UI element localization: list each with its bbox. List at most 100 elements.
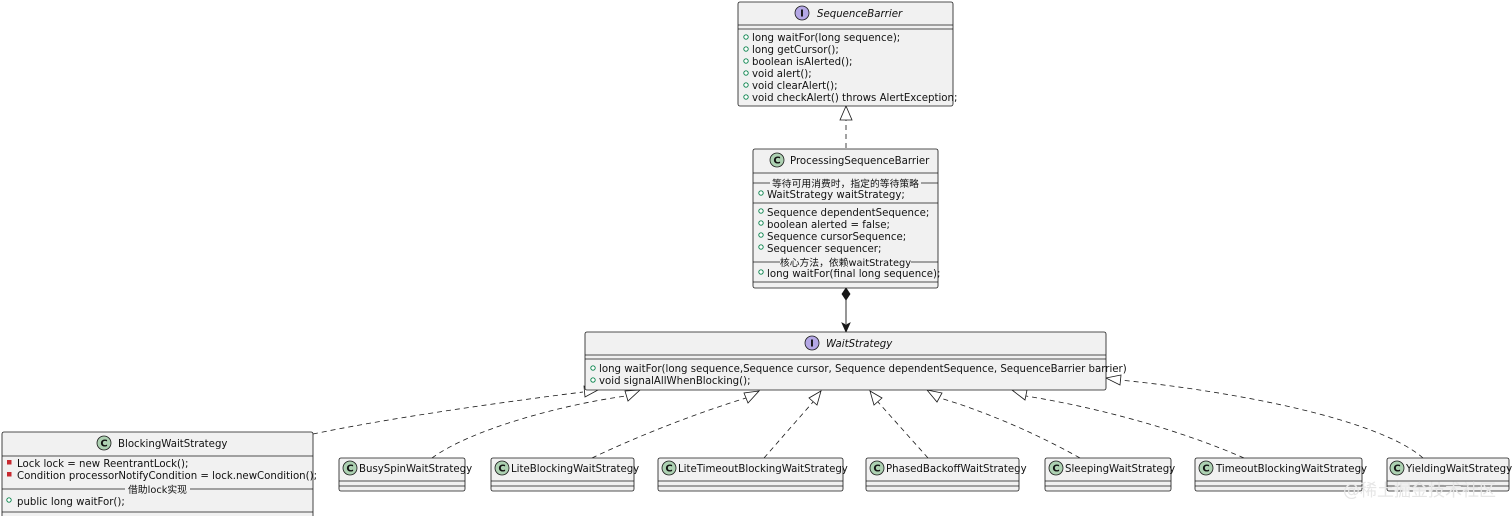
class-busy-spin-wait-strategy[interactable]: C BusySpinWaitStrategy: [338, 457, 472, 492]
class-processing-sequence-barrier[interactable]: C ProcessingSequenceBarrier 等待可用消费时，指定的等…: [752, 148, 940, 289]
class-name: LiteTimeoutBlockingWaitStrategy: [678, 464, 848, 475]
class-badge-icon: [1389, 460, 1405, 476]
method: void signalAllWhenBlocking();: [599, 376, 751, 387]
method: boolean isAlerted();: [752, 57, 852, 68]
class-yielding-wait-strategy[interactable]: C YieldingWaitStrategy: [1386, 457, 1512, 492]
badge-letter: I: [810, 339, 814, 350]
public-marker-icon: [743, 70, 749, 76]
badge-letter: I: [800, 9, 804, 20]
public-marker-icon: [590, 365, 596, 371]
realization-timeoutblocking: [1025, 395, 1245, 459]
public-marker-icon: [6, 497, 12, 503]
method: void clearAlert();: [752, 81, 838, 92]
class-name: BusySpinWaitStrategy: [359, 464, 472, 475]
arrowhead-yielding: [1104, 374, 1122, 386]
class-name: PhasedBackoffWaitStrategy: [886, 464, 1027, 475]
field: Lock lock = new ReentrantLock();: [17, 459, 188, 470]
realization-blocking: [312, 391, 584, 435]
public-marker-icon: [758, 269, 764, 275]
class-badge-icon: [869, 460, 885, 476]
realization-yielding: [1119, 379, 1424, 459]
badge-letter: C: [773, 156, 780, 167]
private-marker-icon: [7, 472, 12, 477]
realization-arrowhead: [839, 104, 853, 121]
class-sleeping-wait-strategy[interactable]: C SleepingWaitStrategy: [1044, 457, 1175, 492]
class-phased-backoff-wait-strategy[interactable]: C PhasedBackoffWaitStrategy: [865, 457, 1027, 492]
field: Condition processorNotifyCondition = loc…: [17, 471, 317, 482]
class-lite-timeout-blocking-wait-strategy[interactable]: C LiteTimeoutBlockingWaitStrategy: [657, 457, 848, 492]
class-sequence-barrier[interactable]: I SequenceBarrier long waitFor(long sequ…: [737, 1, 957, 107]
arrowhead-liteblocking: [743, 390, 761, 404]
class-name: LiteBlockingWaitStrategy: [511, 464, 639, 475]
class-timeout-blocking-wait-strategy[interactable]: C TimeoutBlockingWaitStrategy: [1194, 457, 1367, 492]
method: long waitFor(long sequence,Sequence curs…: [599, 364, 1127, 375]
field: WaitStrategy waitStrategy;: [767, 190, 905, 201]
realization-litetimeout: [763, 401, 814, 459]
class-badge-icon: [342, 460, 358, 476]
method: long getCursor();: [752, 45, 839, 56]
badge-letter: C: [873, 464, 880, 475]
public-marker-icon: [758, 208, 764, 214]
arrowhead-busyspin: [624, 389, 642, 402]
class-name: YieldingWaitStrategy: [1405, 464, 1512, 475]
realization-liteblocking: [591, 397, 747, 459]
public-marker-icon: [743, 46, 749, 52]
class-badge-icon: [769, 152, 785, 168]
arrowhead-sleeping: [925, 389, 943, 403]
field: Sequencer sequencer;: [767, 244, 881, 255]
badge-letter: C: [100, 439, 107, 450]
class-name: WaitStrategy: [826, 339, 893, 350]
badge-letter: C: [1052, 464, 1059, 475]
realization-busyspin: [431, 395, 627, 459]
class-name: SequenceBarrier: [817, 9, 903, 20]
arrowhead-litetimeout: [808, 390, 822, 406]
method: void alert();: [752, 69, 812, 80]
realization-phased: [877, 401, 929, 459]
class-wait-strategy[interactable]: I WaitStrategy long waitFor(long sequenc…: [584, 331, 1127, 391]
public-marker-icon: [743, 34, 749, 40]
section-label: 借助lock实现: [128, 483, 187, 496]
class-name: ProcessingSequenceBarrier: [790, 156, 930, 167]
method: long waitFor(final long sequence);: [767, 269, 940, 280]
field: boolean alerted = false;: [767, 220, 890, 231]
badge-letter: C: [1393, 464, 1400, 475]
public-marker-icon: [758, 220, 764, 226]
private-marker-icon: [7, 460, 12, 465]
composition-diamond: [841, 287, 851, 301]
class-badge-icon: [494, 460, 510, 476]
public-marker-icon: [758, 190, 764, 196]
section-label: 等待可用消费时，指定的等待策略: [772, 177, 919, 190]
public-marker-icon: [743, 82, 749, 88]
realization-sleeping: [939, 397, 1081, 459]
arrowhead-phased: [869, 390, 883, 406]
section-label: 核心方法，依赖waitStrategy: [780, 256, 911, 269]
arrowhead-timeoutblocking: [1010, 389, 1028, 401]
badge-letter: C: [665, 464, 672, 475]
class-name: SleepingWaitStrategy: [1065, 464, 1175, 475]
method: public long waitFor();: [17, 497, 125, 508]
class-badge-icon: [1198, 460, 1214, 476]
public-marker-icon: [590, 377, 596, 383]
composition-arrowhead: [841, 322, 851, 333]
public-marker-icon: [758, 244, 764, 250]
field: Sequence cursorSequence;: [767, 232, 906, 243]
public-marker-icon: [758, 232, 764, 238]
watermark: @稀土掘金技术社区: [1343, 481, 1496, 501]
method: void checkAlert() throws AlertException;: [752, 93, 957, 104]
class-name: TimeoutBlockingWaitStrategy: [1215, 464, 1367, 475]
class-badge-icon: [96, 435, 112, 451]
relationship-lines: WaitStrategy -->: [312, 104, 1424, 459]
badge-letter: C: [1202, 464, 1209, 475]
public-marker-icon: [743, 94, 749, 100]
interface-badge-icon: [804, 335, 820, 351]
interface-badge-icon: [794, 5, 810, 21]
class-badge-icon: [1048, 460, 1064, 476]
class-blocking-wait-strategy[interactable]: C BlockingWaitStrategy Lock lock = new R…: [1, 431, 317, 516]
public-marker-icon: [743, 58, 749, 64]
badge-letter: C: [498, 464, 505, 475]
class-lite-blocking-wait-strategy[interactable]: C LiteBlockingWaitStrategy: [490, 457, 639, 492]
field: Sequence dependentSequence;: [767, 208, 929, 219]
class-badge-icon: [661, 460, 677, 476]
badge-letter: C: [346, 464, 353, 475]
